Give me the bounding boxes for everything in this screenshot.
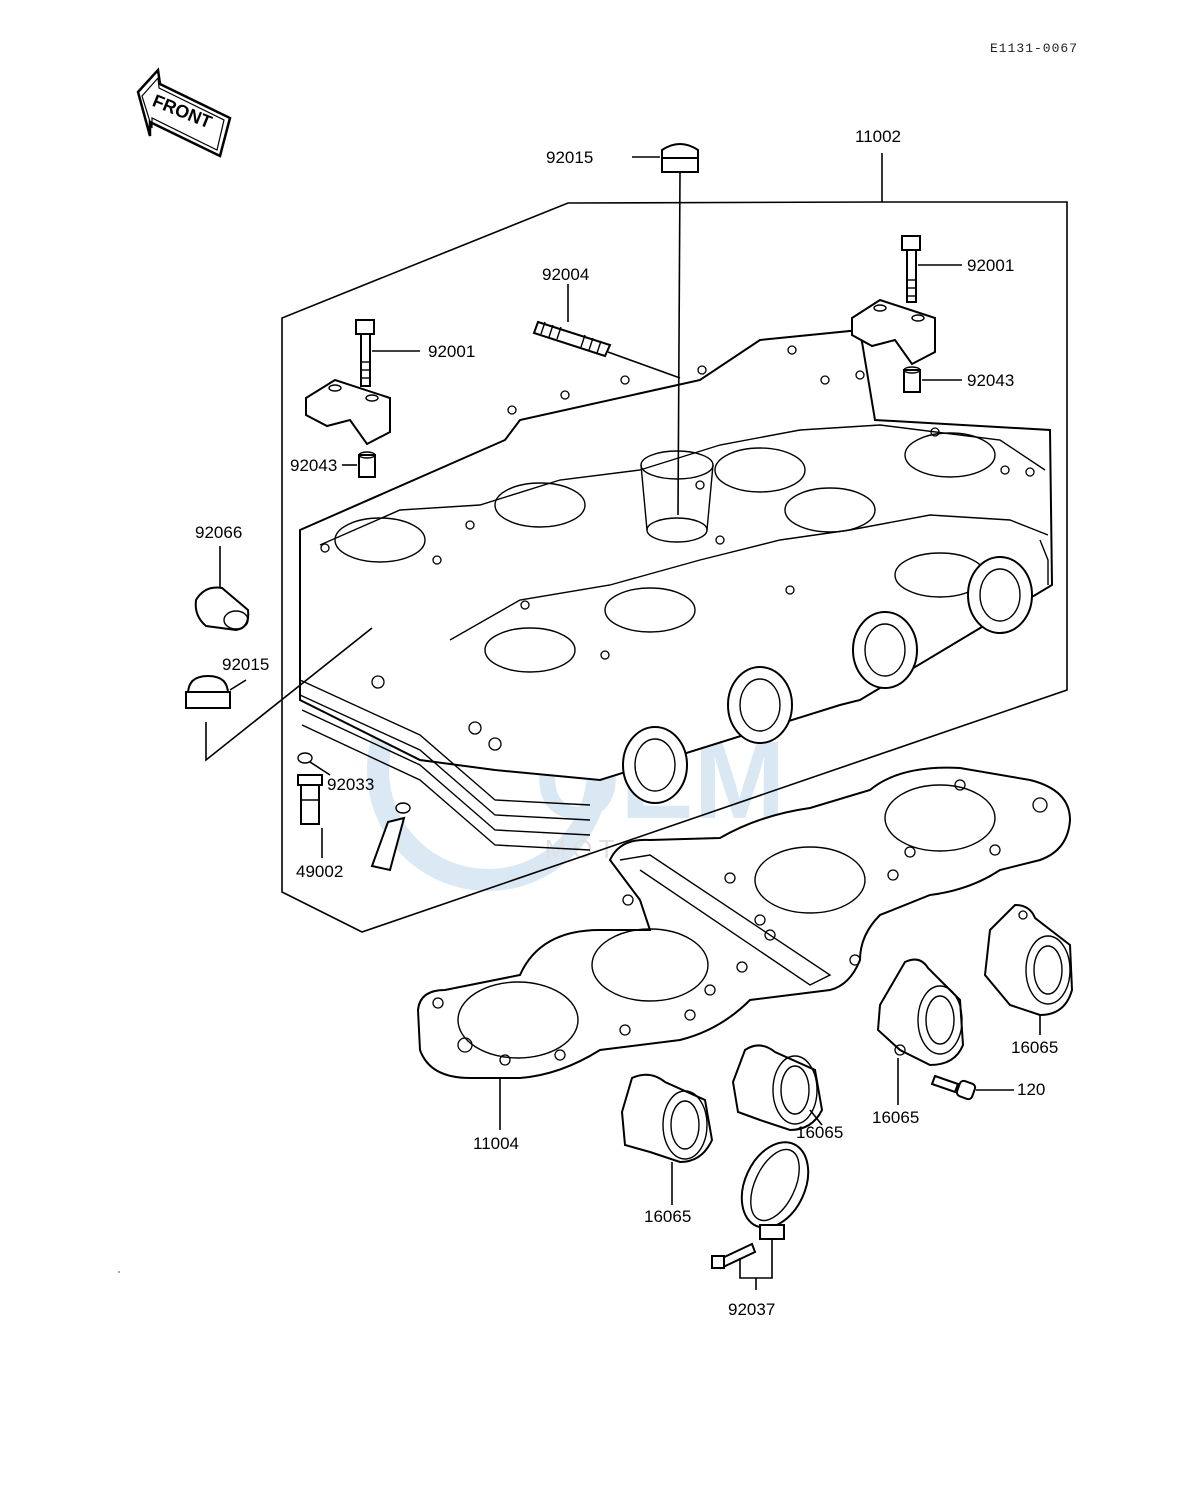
- callout-92043-left: 92043: [290, 456, 337, 475]
- dowel-92043-right: [903, 366, 921, 393]
- callout-16065-right: 16065: [1011, 1038, 1058, 1057]
- callout-92015-left: 92015: [222, 655, 269, 674]
- cap-nut-top: [661, 143, 699, 516]
- callout-120: 120: [1017, 1080, 1045, 1099]
- bolt-92001-left: [355, 319, 375, 387]
- callout-11002: 11002: [855, 127, 901, 146]
- callout-16065-mid-right: 16065: [872, 1108, 919, 1127]
- callout-16065-left: 16065: [644, 1207, 691, 1226]
- intake-holder-mid: [731, 1044, 824, 1132]
- clamp-92037: [711, 1141, 810, 1270]
- cam-cap-right: [851, 298, 936, 366]
- assembly-frame: [281, 201, 1068, 933]
- callout-92004: 92004: [542, 265, 589, 284]
- plug-92066: [194, 586, 250, 632]
- callout-92001-left: 92001: [428, 342, 475, 361]
- cap-nut-left: [185, 674, 231, 709]
- diagram-code: E1131-0067: [990, 41, 1078, 56]
- cylinder-head: [299, 328, 1054, 851]
- intake-holder-right: [983, 903, 1074, 1017]
- screw-120: [930, 1074, 977, 1101]
- intake-holder-mid-right: [876, 958, 965, 1067]
- valve-guide-49002: [297, 774, 323, 825]
- callout-16065-mid: 16065: [796, 1123, 843, 1142]
- scan-speck: [118, 1271, 120, 1273]
- bolt-92001-right: [901, 235, 921, 303]
- dowel-92043-left: [358, 451, 376, 478]
- callout-49002: 49002: [296, 862, 343, 881]
- callout-92066: 92066: [195, 523, 242, 542]
- callout-92043-right: 92043: [967, 371, 1014, 390]
- head-gasket-11004: [416, 766, 1072, 1079]
- callout-92037: 92037: [728, 1300, 775, 1319]
- cam-cap-left: [305, 378, 391, 446]
- callout-92015-top: 92015: [546, 148, 593, 167]
- front-arrow-icon: FRONT: [136, 67, 232, 158]
- intake-holder-left: [620, 1073, 714, 1164]
- valve-guide-second: [370, 802, 411, 872]
- o-ring-92033: [297, 752, 313, 764]
- callout-11004: 11004: [473, 1134, 519, 1153]
- callout-92001-right: 92001: [967, 256, 1014, 275]
- stud-92004: [532, 320, 612, 358]
- callout-92033: 92033: [327, 775, 374, 794]
